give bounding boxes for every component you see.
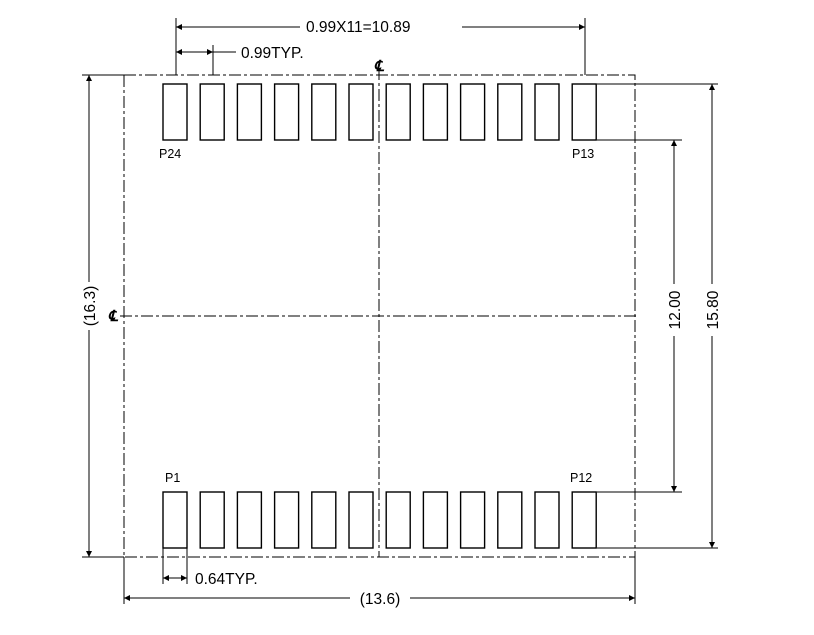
top-row-pad [534, 83, 560, 141]
bottom-row-pad [162, 491, 188, 549]
bottom-row-pad [348, 491, 374, 549]
bottom-pad-row [162, 491, 597, 549]
top-row-pad [385, 83, 411, 141]
body-width-label: (13.6) [360, 591, 401, 608]
horizontal-centerline-symbol: ℄ [108, 307, 119, 325]
top-row-pad [236, 83, 263, 141]
pad-row-span-label: 12.00 [667, 290, 684, 329]
pin-label-top-right: P13 [572, 147, 594, 161]
bottom-row-pad [497, 491, 523, 549]
bottom-row-pad [385, 491, 411, 549]
vertical-centerline-symbol: ℄ [374, 57, 385, 75]
bottom-row-pad [273, 491, 300, 549]
top-row-pad [422, 83, 449, 141]
pin-label-top-left: P24 [159, 147, 181, 161]
top-row-pad [199, 83, 225, 141]
top-row-pad [497, 83, 523, 141]
top-row-pad [571, 83, 597, 141]
pin-label-bottom-left: P1 [165, 471, 180, 485]
body-height-label: (16.3) [82, 286, 99, 327]
dimension-pad-outer-span: 15.80 [597, 83, 722, 549]
top-row-pad [348, 83, 374, 141]
dimension-body-height: (16.3) [82, 74, 124, 558]
dimension-body-width: (13.6) [123, 557, 636, 608]
bottom-row-pad [459, 491, 486, 549]
bottom-row-pad [422, 491, 449, 549]
bottom-row-pad [236, 491, 263, 549]
dimension-total-pitch: 0.99X11=10.89 [175, 18, 586, 75]
top-row-pad [162, 83, 188, 141]
pitch-label: 0.99TYP. [241, 45, 304, 62]
bottom-row-pad [311, 491, 337, 549]
dimension-pad-row-span: 12.00 [597, 139, 684, 493]
bottom-row-pad [571, 491, 597, 549]
dimension-pad-width: 0.64TYP. [162, 548, 258, 588]
pad-outer-span-label: 15.80 [705, 290, 722, 329]
pin-label-bottom-right: P12 [570, 471, 592, 485]
bottom-row-pad [199, 491, 225, 549]
top-row-pad [273, 83, 300, 141]
total-pitch-label: 0.99X11=10.89 [306, 19, 410, 36]
bottom-row-pad [534, 491, 560, 549]
top-row-pad [459, 83, 486, 141]
top-row-pad [311, 83, 337, 141]
pad-width-label: 0.64TYP. [195, 571, 258, 588]
top-pad-row [162, 83, 597, 141]
dimension-pitch: 0.99TYP. [176, 45, 304, 75]
